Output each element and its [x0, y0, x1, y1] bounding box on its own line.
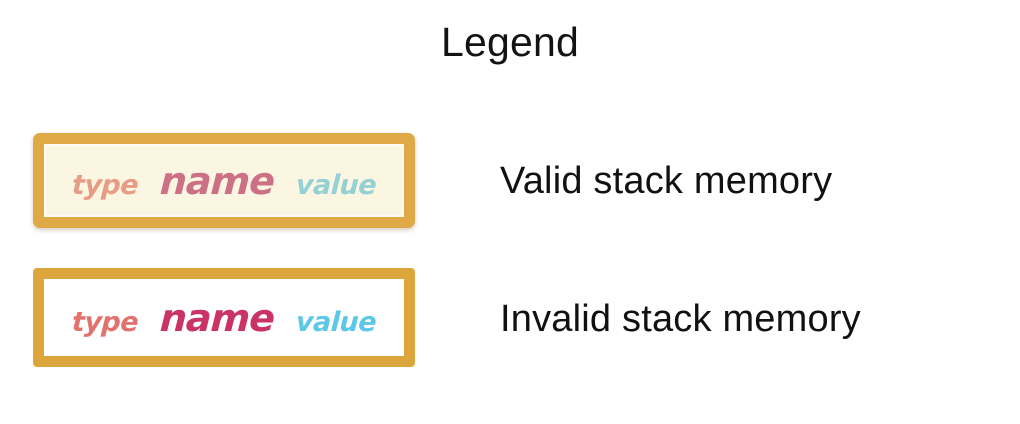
- slot-type-label: type: [71, 306, 139, 338]
- legend-description-invalid: Invalid stack memory: [500, 298, 861, 340]
- memory-slot-box-valid: type name value: [33, 133, 415, 228]
- memory-slot-text: type name value: [44, 159, 404, 203]
- memory-slot-box-invalid: type name value: [33, 268, 415, 367]
- slot-type-label: type: [71, 169, 139, 201]
- legend-description-valid: Valid stack memory: [500, 160, 833, 202]
- memory-slot-text: type name value: [44, 296, 404, 340]
- page-title: Legend: [440, 19, 579, 65]
- slot-name-label: name: [158, 158, 276, 203]
- slot-value-label: value: [295, 169, 377, 201]
- slot-value-label: value: [295, 306, 377, 338]
- slot-name-label: name: [158, 295, 276, 340]
